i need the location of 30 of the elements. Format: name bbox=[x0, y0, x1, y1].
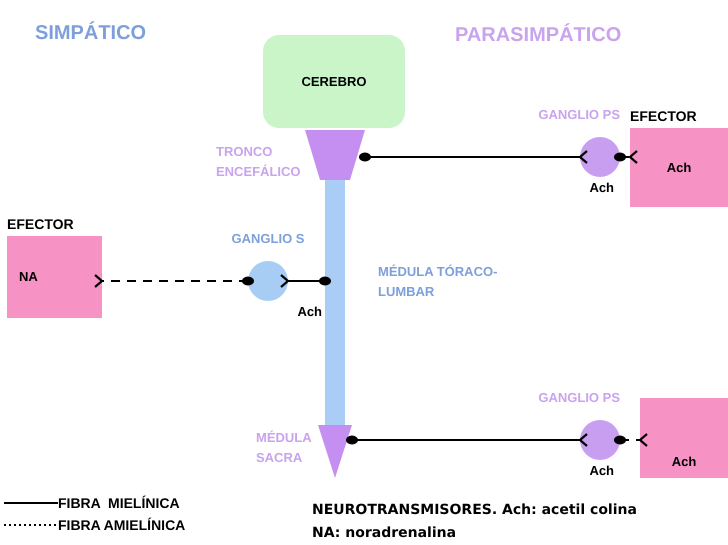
node-text: NA bbox=[19, 269, 38, 285]
nerve-fiber bbox=[280, 274, 331, 288]
note-text: NA: noradrenalina bbox=[312, 524, 456, 543]
ganglion-label: GANGLIO PS bbox=[538, 390, 620, 406]
ganglion-label: GANGLIO PS bbox=[538, 107, 620, 123]
ganglion-label: GANGLIO S bbox=[232, 231, 304, 247]
structure-label: MÉDULA TÓRACO-LUMBAR bbox=[378, 263, 498, 301]
brainstem-trapezoid bbox=[305, 130, 365, 180]
nerve-fiber bbox=[346, 432, 588, 448]
note-text: NEUROTRANSMISORES. Ach: acetil colina bbox=[312, 501, 637, 520]
section-title: PARASIMPÁTICO bbox=[455, 22, 622, 48]
structure-label: TRONCO ENCEFÁLICO bbox=[216, 143, 302, 181]
legend-text: FIBRA MIELÍNICA bbox=[58, 494, 180, 513]
section-title: SIMPÁTICO bbox=[35, 20, 146, 46]
nerve-fiber bbox=[614, 432, 648, 448]
sacral-triangle bbox=[318, 425, 352, 478]
node-text: Ach bbox=[666, 160, 692, 176]
neurotransmitter-label: Ach bbox=[589, 463, 614, 479]
node-text: Ach bbox=[672, 454, 696, 470]
nerve-fiber bbox=[359, 150, 588, 164]
spinal-cord-bar bbox=[325, 180, 345, 425]
structure-label: MÉDULA SACRA bbox=[256, 429, 312, 467]
effector-heading: EFECTOR bbox=[7, 216, 74, 232]
nerve-fiber bbox=[614, 150, 638, 164]
legend-text: FIBRA AMIELÍNICA bbox=[58, 516, 186, 535]
nerve-fiber bbox=[94, 274, 254, 288]
node-text: CEREBRO bbox=[301, 74, 366, 90]
neurotransmitter-label: Ach bbox=[589, 180, 614, 196]
neurotransmitter-label: Ach bbox=[297, 304, 322, 320]
effector-heading: EFECTOR bbox=[630, 108, 697, 124]
